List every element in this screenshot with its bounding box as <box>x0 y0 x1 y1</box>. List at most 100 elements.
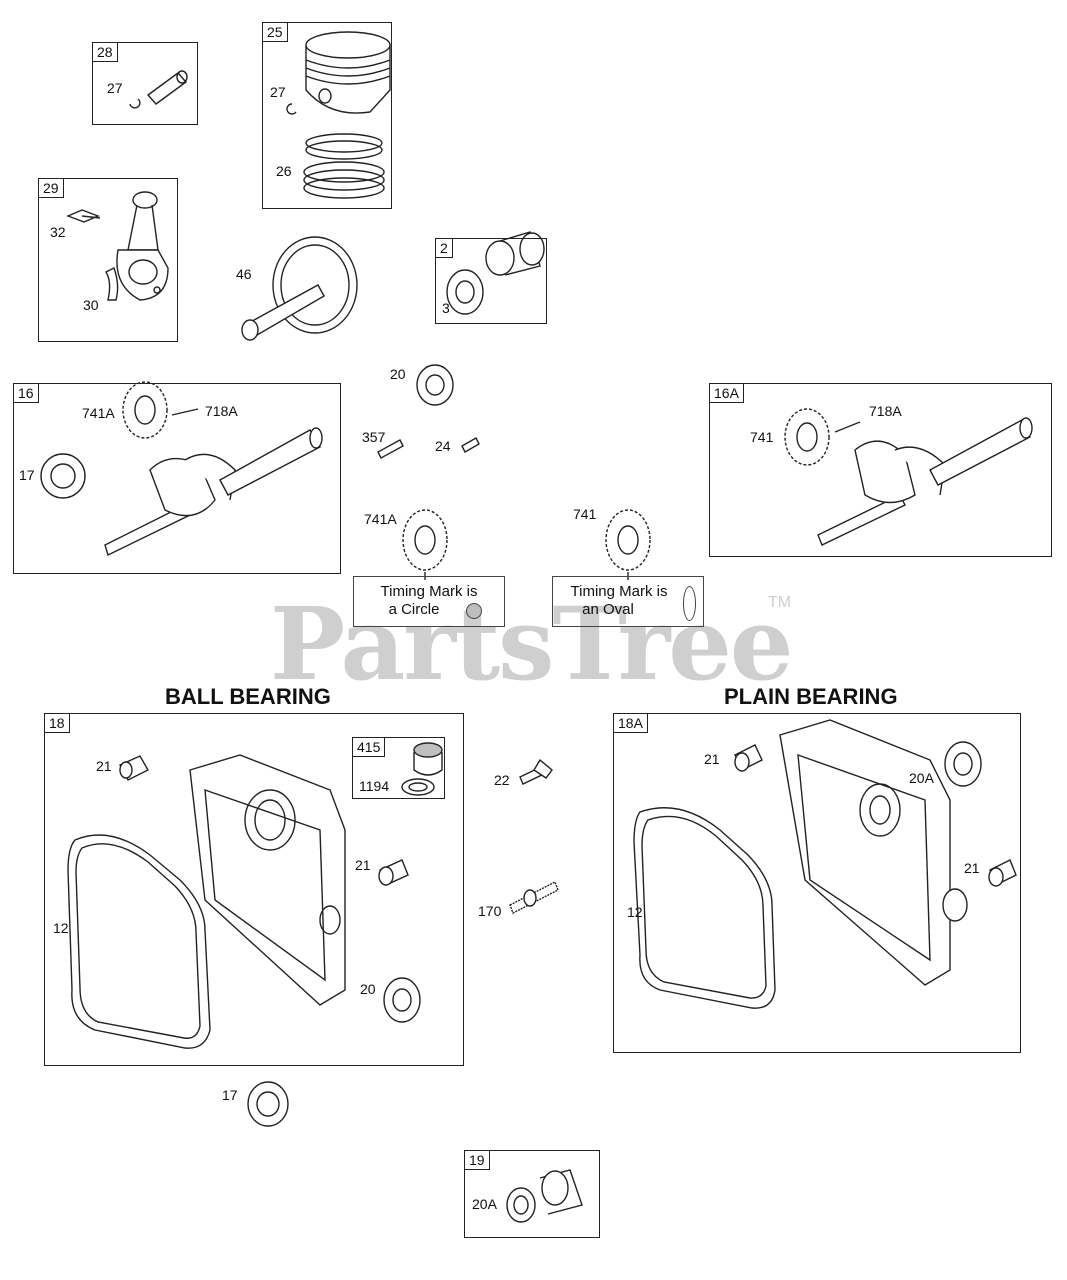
timing-note-oval: Timing Mark is an Oval <box>552 576 704 627</box>
box-ref-label: 415 <box>352 737 386 757</box>
part-label: 718A <box>205 403 238 419</box>
box-ref-label: 25 <box>262 22 288 42</box>
stud-170-icon <box>509 881 559 914</box>
part-label: 741 <box>573 506 597 522</box>
part-label: 32 <box>50 224 66 240</box>
ball-bearing-icon <box>40 453 86 499</box>
part-label: 741A <box>364 511 397 527</box>
bolt-22-icon <box>519 758 553 785</box>
box-ref-label: 16 <box>13 383 39 403</box>
part-label: 20A <box>472 1196 497 1212</box>
part-label: 170 <box>478 903 502 919</box>
crankshaft-16a-icon <box>817 417 1033 546</box>
dowel-pin-357-icon <box>377 439 404 459</box>
parts-box-29: 29 <box>38 178 178 342</box>
part-label: 30 <box>83 297 99 313</box>
part-label: 17 <box>222 1087 238 1103</box>
leader-line <box>834 421 861 433</box>
rod-bolt-icon <box>66 209 101 223</box>
box-ref-label: 29 <box>38 178 64 198</box>
oil-plug-21d-icon <box>988 859 1017 887</box>
part-label: 20 <box>360 981 376 997</box>
part-label: 718A <box>869 403 902 419</box>
ball-bearing-heading: BALL BEARING <box>165 684 331 709</box>
oil-seal-icon <box>446 269 484 315</box>
part-label: 1194 <box>359 778 390 794</box>
crankcase-cover-icon <box>189 754 346 1006</box>
parts-box-25: 25 <box>262 22 392 209</box>
connecting-rod-icon <box>116 191 169 301</box>
parts-box-19: 19 <box>464 1150 600 1238</box>
parts-box-2: 2 <box>435 238 547 324</box>
crankshaft-icon <box>104 427 323 556</box>
ball-bearing-17-icon <box>247 1081 289 1127</box>
part-label: 46 <box>236 266 252 282</box>
watermark-brand: PartsTree <box>270 585 794 703</box>
parts-box-16: 16 <box>13 383 341 574</box>
part-label: 22 <box>494 772 510 788</box>
box-ref-label: 2 <box>435 238 453 258</box>
box-ref-label: 19 <box>464 1150 490 1170</box>
dowel-pin-24-icon <box>461 437 480 453</box>
gear-741-icon <box>605 509 651 580</box>
box-ref-label: 18 <box>44 713 70 733</box>
part-label: 3 <box>442 300 450 316</box>
part-label: 741 <box>750 429 774 445</box>
oil-plug-21c-icon <box>734 744 763 772</box>
part-label: 21 <box>96 758 112 774</box>
note-line: Timing Mark is <box>570 583 668 600</box>
part-label: 26 <box>276 163 292 179</box>
part-label: 17 <box>19 467 35 483</box>
part-label: 27 <box>270 84 286 100</box>
oil-dipper-icon <box>105 267 119 301</box>
gear-741a-icon <box>402 509 448 580</box>
timing-gear-16a-icon <box>784 408 830 466</box>
oval-mark-icon <box>683 586 696 621</box>
plain-bearing-heading: PLAIN BEARING <box>724 684 898 709</box>
parts-box-28: 28 <box>92 42 198 125</box>
parts-box-16a: 16A <box>709 383 1052 557</box>
crankcase-cover-18a-icon <box>779 719 968 986</box>
part-label: 21 <box>964 860 980 876</box>
part-label: 20 <box>390 366 406 382</box>
fill-plug-icon <box>413 742 443 776</box>
bushing-icon <box>485 231 545 276</box>
note-line: an Oval <box>582 601 634 618</box>
piston-rings-icon <box>303 133 385 199</box>
leader-line <box>171 408 199 416</box>
piston-icon <box>305 31 391 114</box>
oil-plug-21-icon <box>119 755 149 781</box>
circle-mark-icon <box>466 603 482 619</box>
part-label: 21 <box>704 751 720 767</box>
piston-pin-icon <box>146 70 188 105</box>
parts-box-415: 415 <box>352 737 445 799</box>
part-label: 20A <box>909 770 934 786</box>
box-ref-label: 28 <box>92 42 118 62</box>
sealing-washer-icon <box>401 778 435 796</box>
piston-clip-icon <box>286 103 297 115</box>
watermark-trademark: TM <box>768 594 792 611</box>
box-ref-label: 16A <box>709 383 744 403</box>
timing-gear-icon <box>122 381 168 439</box>
part-label: 27 <box>107 80 123 96</box>
oil-plug-21b-icon <box>378 859 409 886</box>
box-ref-label: 18A <box>613 713 648 733</box>
part-label: 357 <box>362 429 386 445</box>
timing-note-circle: Timing Mark is a Circle <box>353 576 505 627</box>
note-line: a Circle <box>388 601 440 618</box>
parts-box-18: 18 <box>44 713 464 1066</box>
oil-seal-20a-icon <box>944 741 982 787</box>
gasket-18a-icon <box>633 807 776 1009</box>
camshaft-icon <box>241 236 358 341</box>
retaining-clip-icon <box>129 98 141 109</box>
part-label: 24 <box>435 438 451 454</box>
part-label: 21 <box>355 857 371 873</box>
note-line: Timing Mark is <box>380 583 478 600</box>
parts-box-18a: 18A <box>613 713 1021 1053</box>
gasket-icon <box>67 834 211 1049</box>
part-label: 741A <box>82 405 115 421</box>
bushing-19-icon <box>506 1169 583 1223</box>
oil-seal-20-icon <box>416 364 454 406</box>
part-label: 12 <box>627 904 643 920</box>
